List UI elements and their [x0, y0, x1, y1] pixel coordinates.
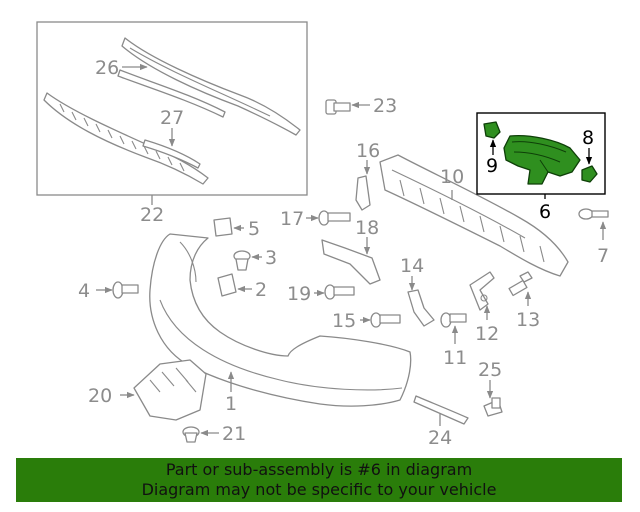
part-27-absorber	[43, 92, 209, 185]
callout-9: 9	[486, 155, 498, 177]
callout-10: 10	[440, 166, 464, 188]
part-26-strip-lower	[117, 69, 226, 118]
callout-15: 15	[332, 310, 356, 332]
part-10-reinforcement-beam	[379, 154, 569, 277]
part-20-bracket	[133, 359, 207, 421]
part-13-bolt	[508, 271, 533, 297]
callout-20: 20	[88, 385, 112, 407]
callout-24: 24	[428, 427, 452, 449]
part-11-screw	[440, 312, 467, 328]
callout-26: 26	[95, 57, 119, 79]
callout-17: 17	[280, 208, 304, 230]
callout-25: 25	[478, 359, 502, 381]
part-4-screw	[112, 281, 139, 299]
inset-box-22	[36, 21, 308, 196]
part-5-clip	[213, 217, 233, 237]
callout-13: 13	[516, 309, 540, 331]
callout-22: 22	[140, 204, 164, 226]
part-17-screw	[318, 210, 351, 226]
callout-1: 1	[225, 393, 237, 415]
callout-4: 4	[78, 280, 90, 302]
part-15-screw	[370, 312, 401, 328]
info-banner: Part or sub-assembly is #6 in diagram Di…	[16, 458, 622, 502]
callout-23: 23	[373, 95, 397, 117]
callout-14: 14	[400, 255, 424, 277]
inset-box-6	[476, 112, 606, 195]
callout-6: 6	[539, 201, 551, 223]
part-16-bracket	[355, 175, 371, 211]
callout-12: 12	[475, 323, 499, 345]
callout-16: 16	[356, 140, 380, 162]
banner-line-2: Diagram may not be specific to your vehi…	[141, 480, 497, 499]
parts-diagram: 26 27 22 23 16 10 8 9 6 7 5 3 2 17 18 19…	[36, 21, 609, 449]
part-18-bracket	[321, 239, 381, 285]
part-6-bracket-highlighted	[503, 134, 581, 185]
callout-19: 19	[287, 283, 311, 305]
callout-21: 21	[222, 423, 246, 445]
part-26-absorber-strip	[121, 37, 301, 136]
callout-11: 11	[443, 347, 467, 369]
part-24-trim-strip	[413, 395, 469, 425]
callout-7: 7	[597, 245, 609, 267]
callout-18: 18	[355, 217, 379, 239]
callout-2: 2	[255, 279, 267, 301]
part-12-bracket	[469, 271, 495, 311]
part-1-bumper-cover	[149, 233, 412, 407]
callout-5: 5	[248, 218, 260, 240]
part-3-clip	[233, 250, 251, 271]
callout-8: 8	[582, 127, 594, 149]
part-23-bolt	[325, 99, 351, 115]
part-2-bracket	[217, 273, 237, 297]
callout-27: 27	[160, 107, 184, 129]
callout-3: 3	[265, 247, 277, 269]
part-9-clip-highlighted	[483, 121, 501, 139]
part-25-bolt	[483, 397, 503, 417]
part-14-bracket	[407, 289, 435, 327]
part-19-screw	[324, 284, 355, 300]
part-7-fastener	[578, 208, 609, 220]
banner-line-1: Part or sub-assembly is #6 in diagram	[165, 460, 473, 479]
part-21-clip	[182, 426, 200, 443]
part-8-nut-highlighted	[581, 165, 598, 183]
